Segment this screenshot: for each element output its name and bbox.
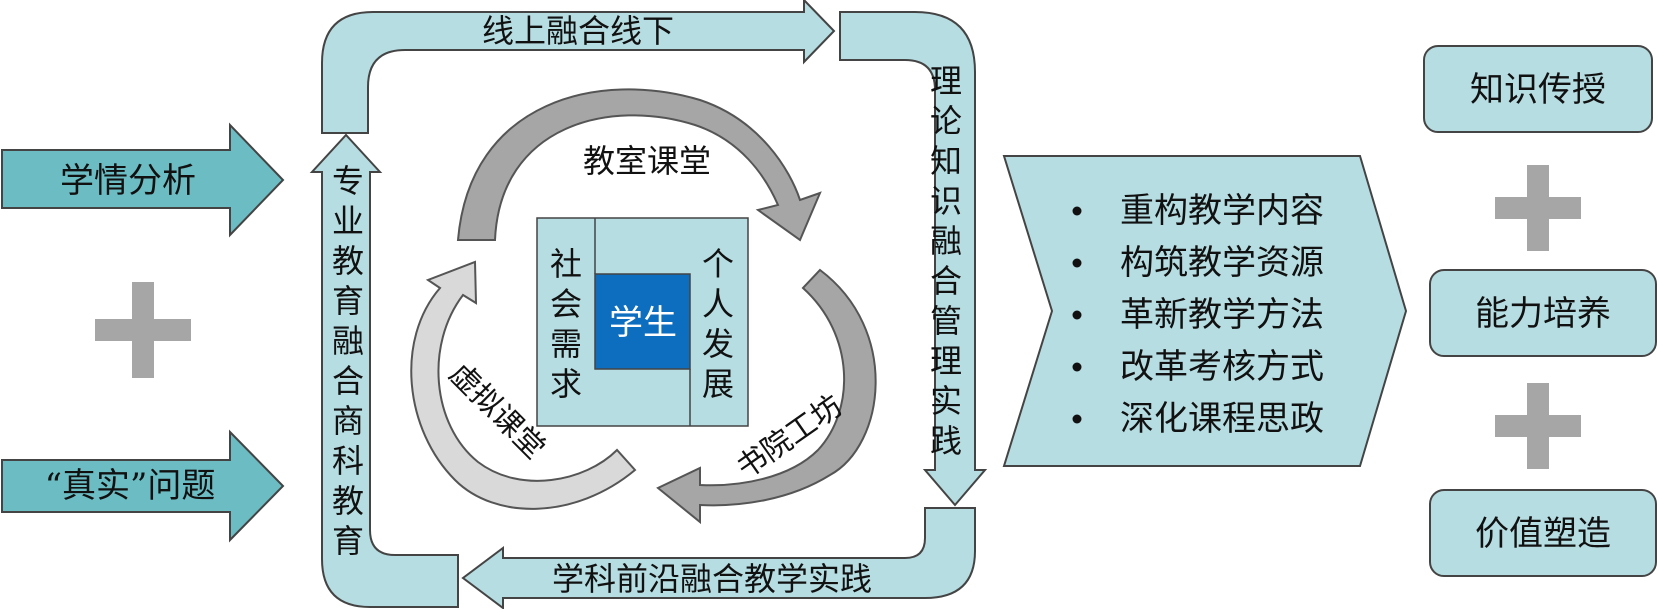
frame-label-left: 专业教育融合商科教育 [332, 162, 364, 560]
frame-label-bottom: 学科前沿融合教学实践 [552, 560, 872, 598]
measure-text: 重构教学内容 [1120, 191, 1324, 231]
bullet-icon [1072, 258, 1082, 268]
bullet-icon [1072, 362, 1082, 372]
outcome-label-value: 价值塑造 [1475, 514, 1611, 554]
society-label: 社会需求 [550, 245, 582, 403]
measure-text: 构筑教学资源 [1120, 243, 1324, 283]
center-block: 学生 社会需求 个人发展 [536, 217, 749, 427]
measure-text: 革新教学方法 [1120, 295, 1324, 335]
input-arrow-problems: “真实”问题 [1, 429, 285, 543]
measure-item: 构筑教学资源 [1072, 243, 1324, 283]
measure-text: 深化课程思政 [1120, 399, 1324, 439]
outcome-knowledge: 知识传授 [1423, 45, 1653, 133]
bullet-icon [1072, 310, 1082, 320]
cycle-arrow-classroom: 教室课堂 [456, 88, 822, 242]
student-box [594, 273, 691, 370]
cycle-label-classroom: 教室课堂 [583, 142, 711, 180]
measure-item: 重构教学内容 [1072, 191, 1324, 231]
outcome-label-ability: 能力培养 [1475, 294, 1611, 334]
outcome-label-knowledge: 知识传授 [1470, 70, 1606, 110]
input-arrow-analysis: 学情分析 [1, 122, 285, 238]
measure-item: 改革考核方式 [1072, 347, 1324, 387]
plus-icon [1495, 165, 1581, 251]
outcome-ability: 能力培养 [1429, 269, 1657, 357]
outcome-value: 价值塑造 [1429, 489, 1657, 577]
bullet-icon [1072, 414, 1082, 424]
frame-arrow-top: 线上融合线下 [321, 0, 836, 134]
student-label: 学生 [609, 303, 677, 343]
input-label-analysis: 学情分析 [60, 161, 196, 201]
frame-label-right: 理论知识融合管理实践 [930, 62, 962, 460]
measure-item: 深化课程思政 [1072, 399, 1324, 439]
frame-arrow-right: 理论知识融合管理实践 [839, 11, 988, 507]
measure-text: 改革考核方式 [1120, 347, 1324, 387]
plus-icon [95, 282, 191, 378]
frame-label-top: 线上融合线下 [482, 12, 674, 50]
plus-icon [1495, 383, 1581, 469]
personal-label: 个人发展 [702, 245, 734, 403]
measure-item: 革新教学方法 [1072, 295, 1324, 335]
bullet-icon [1072, 206, 1082, 216]
frame-arrow-left: 专业教育融合商科教育 [309, 133, 459, 608]
input-label-problems: “真实”问题 [45, 466, 216, 506]
frame-arrow-bottom: 学科前沿融合教学实践 [461, 507, 976, 610]
